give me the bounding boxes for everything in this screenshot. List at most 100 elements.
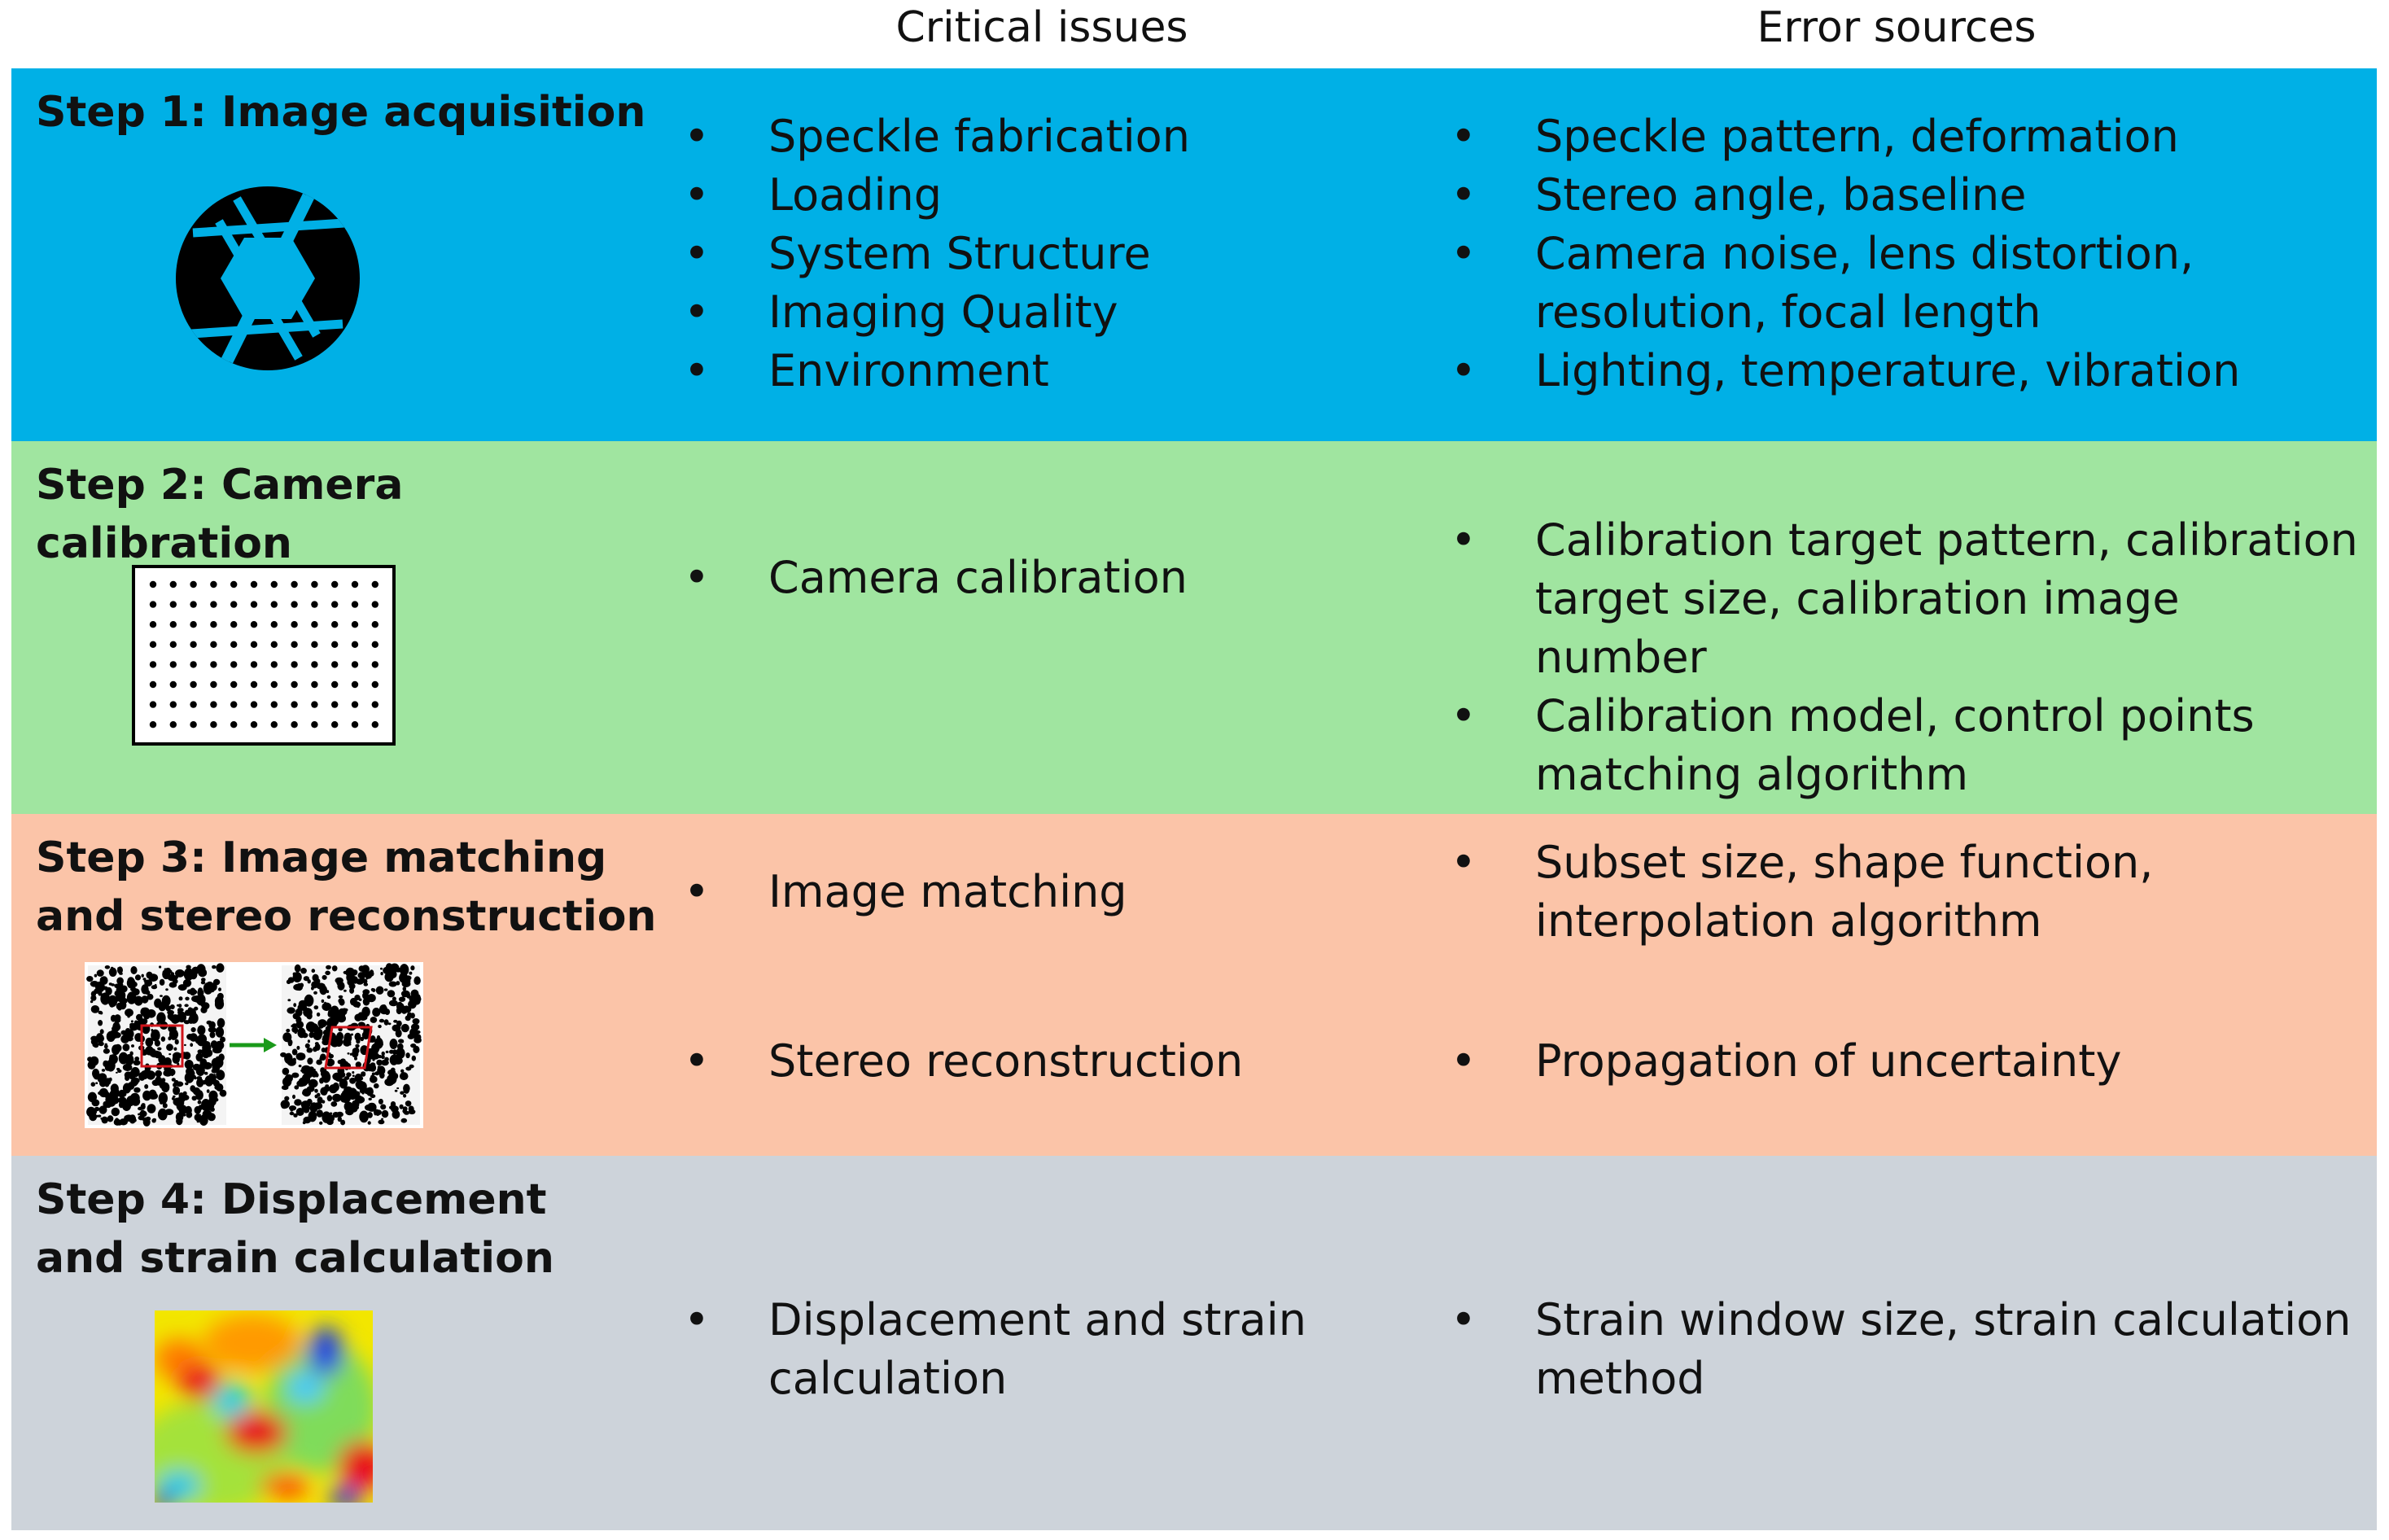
speckle-dot (322, 1002, 332, 1011)
speckle-dot (357, 1004, 360, 1008)
speckle-dot (295, 1108, 304, 1116)
speckle-dot (354, 1032, 361, 1041)
speckle-dot (173, 1086, 181, 1096)
speckle-dot (94, 973, 98, 978)
speckle-dot (287, 1039, 293, 1046)
speckle-dot (143, 1068, 151, 1078)
speckle-dot (291, 1025, 295, 1028)
speckle-dot (130, 1030, 133, 1033)
speckle-dot (320, 1070, 330, 1078)
error-sources-header: Error sources (1757, 3, 2037, 52)
speckle-dot (133, 1060, 141, 1066)
speckle-dot (90, 981, 99, 987)
speckle-dot (201, 1099, 211, 1112)
speckle-dot (287, 1058, 296, 1066)
speckle-dot (352, 969, 358, 976)
calibration-dot (169, 601, 177, 608)
speckle-dot (96, 969, 104, 977)
calibration-dot (149, 701, 157, 708)
speckle-dot (329, 1061, 332, 1064)
calibration-dot (169, 701, 177, 708)
speckle-dot (105, 987, 112, 995)
calibration-dot (311, 621, 318, 628)
speckle-dot (196, 1119, 200, 1123)
speckle-dot (313, 1030, 322, 1040)
speckle-dot (189, 1033, 198, 1042)
calibration-dot (250, 701, 258, 708)
speckle-dot (293, 1003, 297, 1008)
speckle-dot (199, 1058, 208, 1066)
speckle-dot (206, 1020, 212, 1025)
speckle-dot (368, 1097, 372, 1100)
speckle-dot (116, 1071, 118, 1074)
speckle-dot (346, 1072, 352, 1078)
speckle-dot (400, 1023, 409, 1033)
speckle-dot (351, 1033, 353, 1036)
speckle-dot (167, 1009, 174, 1016)
speckle-dot (405, 1100, 412, 1107)
speckle-dot (212, 1046, 222, 1054)
speckle-dot (392, 1049, 397, 1056)
speckle-dot (355, 1043, 360, 1048)
speckle-dot (145, 1116, 151, 1121)
list-item: Lighting, temperature, vibration (1450, 342, 2362, 400)
speckle-dot (186, 965, 191, 969)
speckle-dot (103, 1060, 109, 1068)
calibration-dot (230, 621, 238, 628)
speckle-dot (157, 1047, 162, 1051)
calibration-dot (311, 701, 318, 708)
calibration-dot (351, 621, 359, 628)
speckle-dot (293, 1113, 298, 1118)
speckle-dot (154, 1039, 160, 1047)
speckle-dot (322, 974, 327, 980)
speckle-dot (197, 1100, 202, 1105)
calibration-dot (149, 601, 157, 608)
speckle-dot (200, 1006, 208, 1013)
strain-field-map-icon (155, 1310, 373, 1503)
calibration-dot (371, 621, 378, 628)
calibration-dot (190, 601, 197, 608)
speckle-dot (381, 1054, 385, 1060)
calibration-dot (230, 680, 238, 689)
speckle-dot (319, 1057, 323, 1061)
calibration-dot (331, 641, 339, 648)
speckle-dot (175, 969, 185, 978)
calibration-dot (270, 701, 278, 708)
speckle-dot (377, 1065, 381, 1070)
list-item: Camera noise, lens distortion, resolutio… (1450, 225, 2362, 342)
speckle-dot (396, 1048, 405, 1059)
speckle-dot (103, 1044, 108, 1049)
speckle-dot (115, 1118, 120, 1123)
speckle-dot (313, 991, 317, 995)
speckle-dot (302, 1033, 305, 1037)
speckle-dot (299, 982, 304, 988)
speckle-dot (174, 1039, 179, 1045)
speckle-dot (390, 1101, 396, 1108)
calibration-dot (311, 680, 318, 689)
speckle-dot (203, 1120, 206, 1123)
speckle-dot (103, 1048, 110, 1054)
speckle-dot (192, 1087, 201, 1096)
calibration-dot (190, 621, 197, 628)
speckle-dot (108, 1054, 118, 1065)
speckle-dot (159, 978, 165, 986)
speckle-dot (329, 1084, 338, 1094)
speckle-dot (200, 980, 206, 985)
speckle-dot (166, 1043, 173, 1052)
calibration-dot (169, 661, 177, 668)
camera-aperture-icon (176, 186, 360, 370)
speckle-dot (287, 1007, 295, 1014)
speckle-dot (380, 1104, 387, 1110)
speckle-dot (405, 1052, 410, 1059)
speckle-dot (390, 963, 400, 973)
speckle-dot (107, 1115, 114, 1122)
speckle-dot (402, 994, 405, 998)
speckle-dot (212, 1079, 220, 1087)
step-3-row: Step 3: Image matching and stereo recons… (11, 814, 2377, 1156)
speckle-dot (304, 1043, 310, 1048)
speckle-dot (169, 977, 174, 981)
speckle-dot (141, 973, 144, 978)
speckle-dot (301, 1065, 311, 1073)
speckle-dot (134, 1057, 140, 1061)
speckle-dot (220, 1036, 225, 1043)
